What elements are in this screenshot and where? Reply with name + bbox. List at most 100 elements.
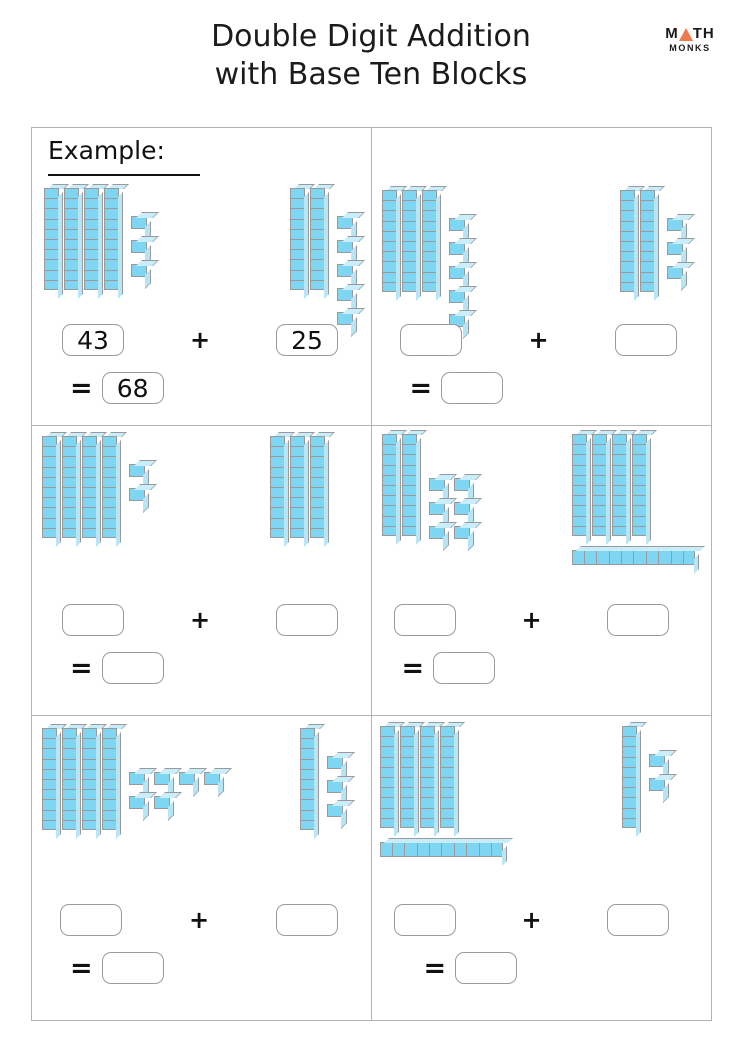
left-addend-rod-column <box>379 726 504 857</box>
rod-segment <box>270 446 285 457</box>
rod-segment <box>62 748 77 759</box>
rod-segment <box>42 738 57 749</box>
rod-segment <box>639 220 655 231</box>
rod-segment <box>404 841 417 857</box>
rod-segment <box>84 238 99 250</box>
tens-rod <box>62 728 77 830</box>
rod-segment <box>401 190 417 201</box>
rod-segment <box>611 464 627 475</box>
left-addend-box[interactable] <box>62 604 124 636</box>
problem-cell-q3: += <box>371 426 711 716</box>
right-addend-blocks <box>621 726 674 828</box>
sum-box[interactable] <box>455 952 518 984</box>
left-addend-box[interactable] <box>393 904 456 936</box>
rod-segment <box>64 259 79 270</box>
rod-segment <box>82 476 97 487</box>
rod-segment <box>42 819 57 830</box>
rod-segment <box>84 188 99 199</box>
right-addend-box[interactable]: 25 <box>275 324 338 356</box>
left-addend-rod-row <box>379 726 504 828</box>
left-addend-box[interactable] <box>393 604 456 636</box>
tens-rod <box>82 728 97 830</box>
right-addend-blocks <box>270 436 325 538</box>
rod-segment <box>62 728 77 739</box>
rod-segment <box>82 517 97 528</box>
rod-segment <box>82 456 97 467</box>
ones-unit-cube <box>453 478 470 491</box>
right-addend-box[interactable] <box>607 904 670 936</box>
rod-segment <box>102 456 117 467</box>
rod-segment <box>310 517 325 528</box>
rod-segment <box>439 726 455 737</box>
sum-box[interactable]: 68 <box>101 372 164 404</box>
left-addend-box[interactable] <box>60 904 122 936</box>
rod-segment <box>381 220 397 231</box>
right-addend-box[interactable] <box>615 324 678 356</box>
rod-segment <box>104 208 119 219</box>
right-addend-blocks <box>290 188 362 336</box>
rod-segment <box>300 768 315 779</box>
ones-unit-cube <box>129 796 145 809</box>
rod-segment <box>639 271 655 282</box>
tens-rod <box>300 728 315 830</box>
problem-cell-example: Example:43+25=68 <box>32 128 372 426</box>
rod-segment <box>62 466 77 477</box>
worksheet-header: Double Digit Addition with Base Ten Bloc… <box>0 0 742 118</box>
right-addend-box[interactable] <box>275 604 338 636</box>
rod-segment <box>401 464 417 475</box>
rod-segment <box>379 841 392 857</box>
rod-segment <box>631 434 647 445</box>
tens-rod <box>401 190 417 292</box>
right-addend-box[interactable] <box>275 904 338 936</box>
rod-segment <box>44 188 59 199</box>
rod-segment <box>399 776 415 788</box>
ones-unit-cube <box>327 780 343 793</box>
rod-segment <box>44 279 59 290</box>
rod-segment <box>571 434 587 445</box>
sum-row: =68 <box>70 372 164 404</box>
rod-segment <box>381 454 397 465</box>
plus-sign: + <box>189 606 211 634</box>
sum-box[interactable] <box>433 652 496 684</box>
ones-unit-cube <box>648 778 665 791</box>
rod-segment <box>401 261 417 272</box>
tens-rod <box>290 188 305 290</box>
ones-unit-cube <box>337 264 353 277</box>
rod-segment <box>44 269 59 280</box>
rod-segment <box>421 190 437 201</box>
ones-unit-cube <box>666 218 683 231</box>
ones-unit-cube <box>666 242 683 255</box>
rod-segment <box>102 728 117 739</box>
sum-row: = <box>70 952 164 984</box>
rod-segment <box>583 549 597 565</box>
rod-segment <box>631 484 647 496</box>
left-addend-box[interactable] <box>399 324 462 356</box>
problem-grid: Example:43+25=68+=+=+=+=+= <box>31 127 712 1021</box>
sum-box[interactable] <box>101 952 164 984</box>
rod-segment <box>82 497 97 508</box>
right-addend-box[interactable] <box>607 604 670 636</box>
equals-sign: = <box>401 652 425 684</box>
sum-box[interactable] <box>101 652 164 684</box>
rod-segment <box>571 549 584 565</box>
rod-segment <box>84 269 99 280</box>
tens-rod <box>439 726 455 828</box>
rod-segment <box>379 746 395 757</box>
right-addend-rod-column <box>300 728 315 830</box>
rod-segment <box>379 817 395 828</box>
sum-row: = <box>402 652 496 684</box>
rod-segment <box>42 789 57 800</box>
rod-segment <box>631 474 647 485</box>
logo-wordmark-top: M TH <box>654 26 726 41</box>
rod-segment <box>310 456 325 467</box>
rod-segment <box>381 200 397 211</box>
sum-box[interactable] <box>441 372 504 404</box>
rod-segment <box>62 436 77 447</box>
logo-letter-m: M <box>665 25 679 42</box>
left-addend-box[interactable]: 43 <box>62 324 124 356</box>
rod-segment <box>439 807 455 818</box>
rod-segment <box>401 434 417 445</box>
rod-segment <box>619 251 635 262</box>
rod-segment <box>42 517 57 528</box>
rod-segment <box>439 817 455 828</box>
